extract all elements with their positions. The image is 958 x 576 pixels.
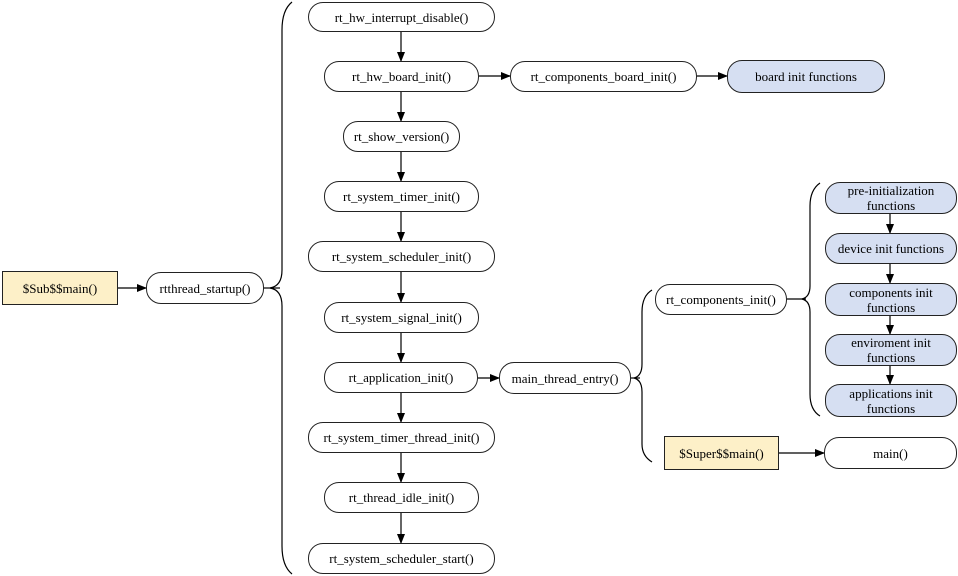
- brace-components-init: [801, 182, 821, 417]
- brace-main-thread: [633, 289, 653, 463]
- components-init-functions-node[interactable]: components init functions: [825, 283, 957, 316]
- rt-show-version-node[interactable]: rt_show_version(): [343, 121, 460, 152]
- super-main-node[interactable]: $Super$$main(): [664, 436, 779, 470]
- environment-init-functions-node[interactable]: enviroment init functions: [825, 334, 957, 366]
- rt-system-timer-init-node[interactable]: rt_system_timer_init(): [324, 181, 479, 212]
- sub-main-node[interactable]: $Sub$$main(): [2, 271, 118, 305]
- main-thread-entry-node[interactable]: main_thread_entry(): [499, 362, 631, 394]
- pre-initialization-functions-node[interactable]: pre-initialization functions: [825, 182, 957, 214]
- rt-thread-idle-init-node[interactable]: rt_thread_idle_init(): [324, 482, 479, 513]
- main-node[interactable]: main(): [824, 437, 957, 469]
- board-init-functions-node[interactable]: board init functions: [727, 60, 885, 93]
- rt-components-board-init-node[interactable]: rt_components_board_init(): [510, 61, 697, 92]
- rt-system-signal-init-node[interactable]: rt_system_signal_init(): [324, 302, 479, 333]
- rt-hw-board-init-node[interactable]: rt_hw_board_init(): [324, 61, 479, 92]
- rt-hw-interrupt-disable-node[interactable]: rt_hw_interrupt_disable(): [308, 2, 495, 32]
- rt-system-scheduler-start-node[interactable]: rt_system_scheduler_start(): [308, 543, 495, 574]
- rtthread-startup-node[interactable]: rtthread_startup(): [146, 272, 264, 304]
- rt-system-scheduler-init-node[interactable]: rt_system_scheduler_init(): [308, 241, 495, 272]
- rt-components-init-node[interactable]: rt_components_init(): [655, 284, 787, 315]
- device-init-functions-node[interactable]: device init functions: [825, 233, 957, 264]
- rt-application-init-node[interactable]: rt_application_init(): [324, 362, 478, 393]
- brace-startup: [269, 1, 293, 575]
- rt-system-timer-thread-init-node[interactable]: rt_system_timer_thread_init(): [308, 422, 495, 453]
- applications-init-functions-node[interactable]: applications init functions: [825, 384, 957, 417]
